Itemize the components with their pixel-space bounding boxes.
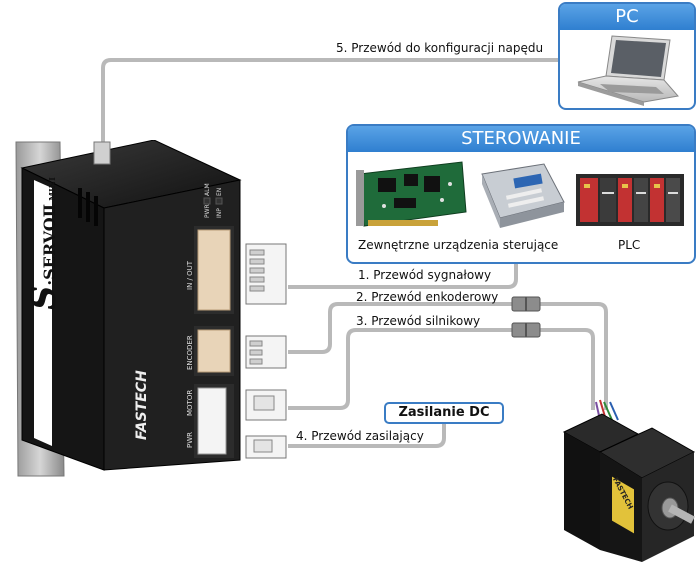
config-cable-label: 5. Przewód do konfiguracji napędu bbox=[336, 41, 544, 55]
encoder-cable-label: 2. Przewód enkoderowy bbox=[356, 290, 499, 304]
plc-icon bbox=[576, 174, 684, 226]
cable-plugs bbox=[245, 243, 287, 459]
motor-plug bbox=[245, 389, 287, 421]
motor-inline-connector bbox=[511, 322, 541, 338]
control-title: STEROWANIE bbox=[348, 126, 694, 152]
controller-module-icon bbox=[481, 163, 565, 228]
servo-drive-body bbox=[15, 139, 242, 477]
drive-model-prefix: S bbox=[24, 285, 64, 310]
motor-cable-label: 3. Przewód silnikowy bbox=[356, 314, 481, 328]
encoder-plug bbox=[245, 335, 287, 369]
pc-title: PC bbox=[560, 4, 694, 30]
encoder-inline-connector bbox=[511, 296, 541, 312]
port-inout-label: IN / OUT bbox=[186, 260, 194, 290]
control-box: STEROWANIE Zewnętrzne urządzenia s bbox=[346, 124, 696, 264]
drive-brand-label: FASTECH bbox=[134, 370, 150, 440]
signal-cable-label: 1. Przewód sygnałowy bbox=[358, 268, 492, 282]
port-motor-label: MOTOR bbox=[186, 389, 194, 416]
sw-inp-label: INP bbox=[216, 208, 223, 218]
drive-model-label: S·SERVOⅡ MINI bbox=[24, 177, 64, 310]
sw-en-label: EN bbox=[216, 187, 223, 196]
encoder-cable bbox=[288, 302, 512, 354]
inout-plug bbox=[245, 243, 287, 305]
servo-drive: S·SERVOⅡ MINI FASTECH IN / OUT ENCODER MO… bbox=[4, 139, 242, 480]
motor-cable bbox=[288, 328, 512, 410]
laptop-icon bbox=[577, 35, 679, 106]
power-cable-label: 4. Przewód zasilający bbox=[296, 429, 424, 443]
power-plug bbox=[245, 435, 287, 459]
pc-box: PC bbox=[558, 2, 696, 110]
port-encoder-label: ENCODER bbox=[186, 335, 194, 370]
servo-motor-body bbox=[562, 413, 696, 562]
power-cable bbox=[288, 422, 446, 448]
drive-model-mini: MINI bbox=[47, 177, 57, 201]
motion-control-card-icon bbox=[356, 161, 467, 227]
plc-label: PLC bbox=[618, 238, 641, 252]
external-devices-label: Zewnętrzne urządzenia sterujące bbox=[358, 238, 559, 252]
led-alm-label: ALM bbox=[204, 183, 211, 196]
power-supply-label: Zasilanie DC bbox=[398, 405, 490, 420]
port-pwr-label: PWR bbox=[186, 431, 194, 448]
drive-model-suffix: Ⅱ bbox=[40, 203, 59, 218]
config-cable bbox=[101, 58, 560, 148]
signal-cable bbox=[288, 262, 518, 289]
led-pwr-label: PWR bbox=[204, 204, 211, 218]
power-supply-badge: Zasilanie DC bbox=[384, 402, 504, 424]
servo-motor: FASTECH bbox=[552, 400, 698, 564]
drive-model-text: ·SERVO bbox=[40, 217, 59, 286]
